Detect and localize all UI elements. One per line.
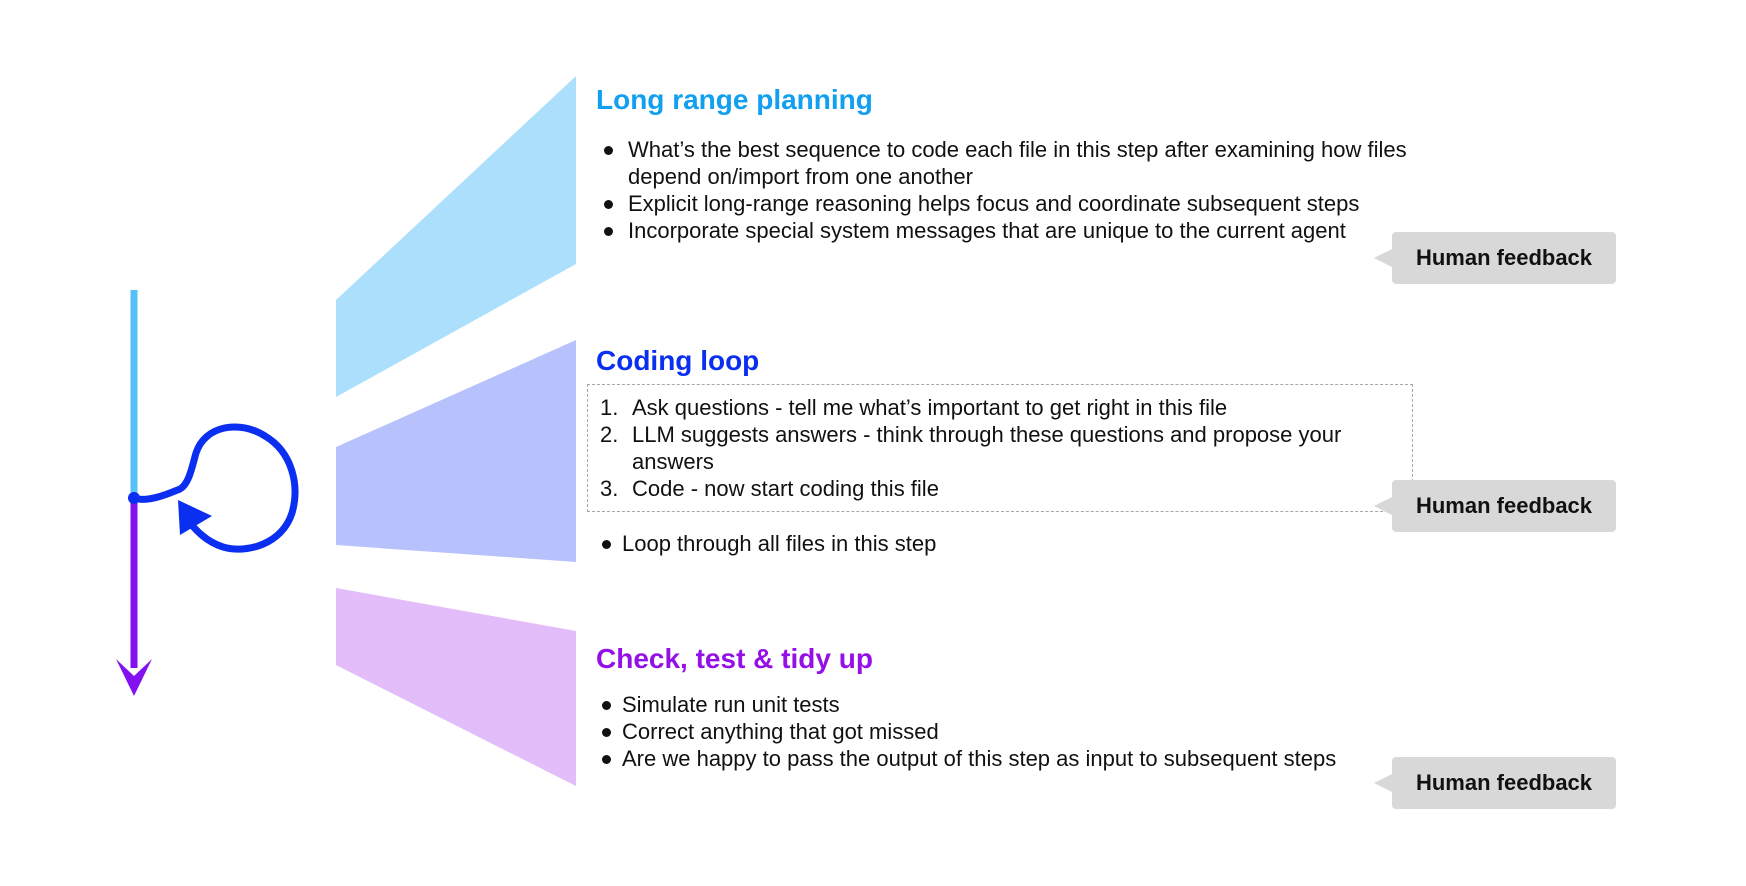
list-item: What’s the best sequence to code each fi…	[596, 136, 1426, 190]
coding-title: Coding loop	[596, 345, 760, 376]
step-number: 1.	[600, 395, 619, 420]
step-text: Ask questions - tell me what’s important…	[632, 395, 1228, 420]
coding-band	[336, 340, 576, 562]
loop-arrow-icon	[128, 423, 299, 553]
check-human-feedback-callout: Human feedback	[1374, 757, 1616, 809]
list-item: Incorporate special system messages that…	[596, 217, 1426, 244]
coding-steps-list: 1. Ask questions - tell me what’s import…	[600, 394, 1400, 502]
list-item: Explicit long-range reasoning helps focu…	[596, 190, 1426, 217]
list-item: Simulate run unit tests	[596, 691, 1416, 718]
planning-bullet-list: What’s the best sequence to code each fi…	[596, 136, 1426, 244]
list-item: 3. Code - now start coding this file	[600, 475, 1400, 502]
step-number: 3.	[600, 476, 619, 501]
step-text: LLM suggests answers - think through the…	[632, 422, 1342, 474]
list-item: Loop through all files in this step	[596, 530, 1296, 557]
list-item: 1. Ask questions - tell me what’s import…	[600, 394, 1400, 421]
coding-steps-dashed-box	[587, 384, 1413, 512]
list-item: Correct anything that got missed	[596, 718, 1416, 745]
check-band	[336, 588, 576, 786]
coding-human-feedback-callout: Human feedback	[1374, 480, 1616, 532]
step-number: 2.	[600, 422, 619, 447]
coding-extra-bullet-list: Loop through all files in this step	[596, 530, 1296, 557]
planning-title: Long range planning	[596, 84, 873, 115]
step-text: Code - now start coding this file	[632, 476, 939, 501]
planning-band	[336, 76, 576, 397]
check-title: Check, test & tidy up	[596, 643, 873, 674]
check-bullet-list: Simulate run unit tests Correct anything…	[596, 691, 1416, 772]
list-item: 2. LLM suggests answers - think through …	[600, 421, 1400, 475]
list-item: Are we happy to pass the output of this …	[596, 745, 1416, 772]
planning-human-feedback-callout: Human feedback	[1374, 232, 1616, 284]
arrow-down-icon	[116, 659, 152, 696]
